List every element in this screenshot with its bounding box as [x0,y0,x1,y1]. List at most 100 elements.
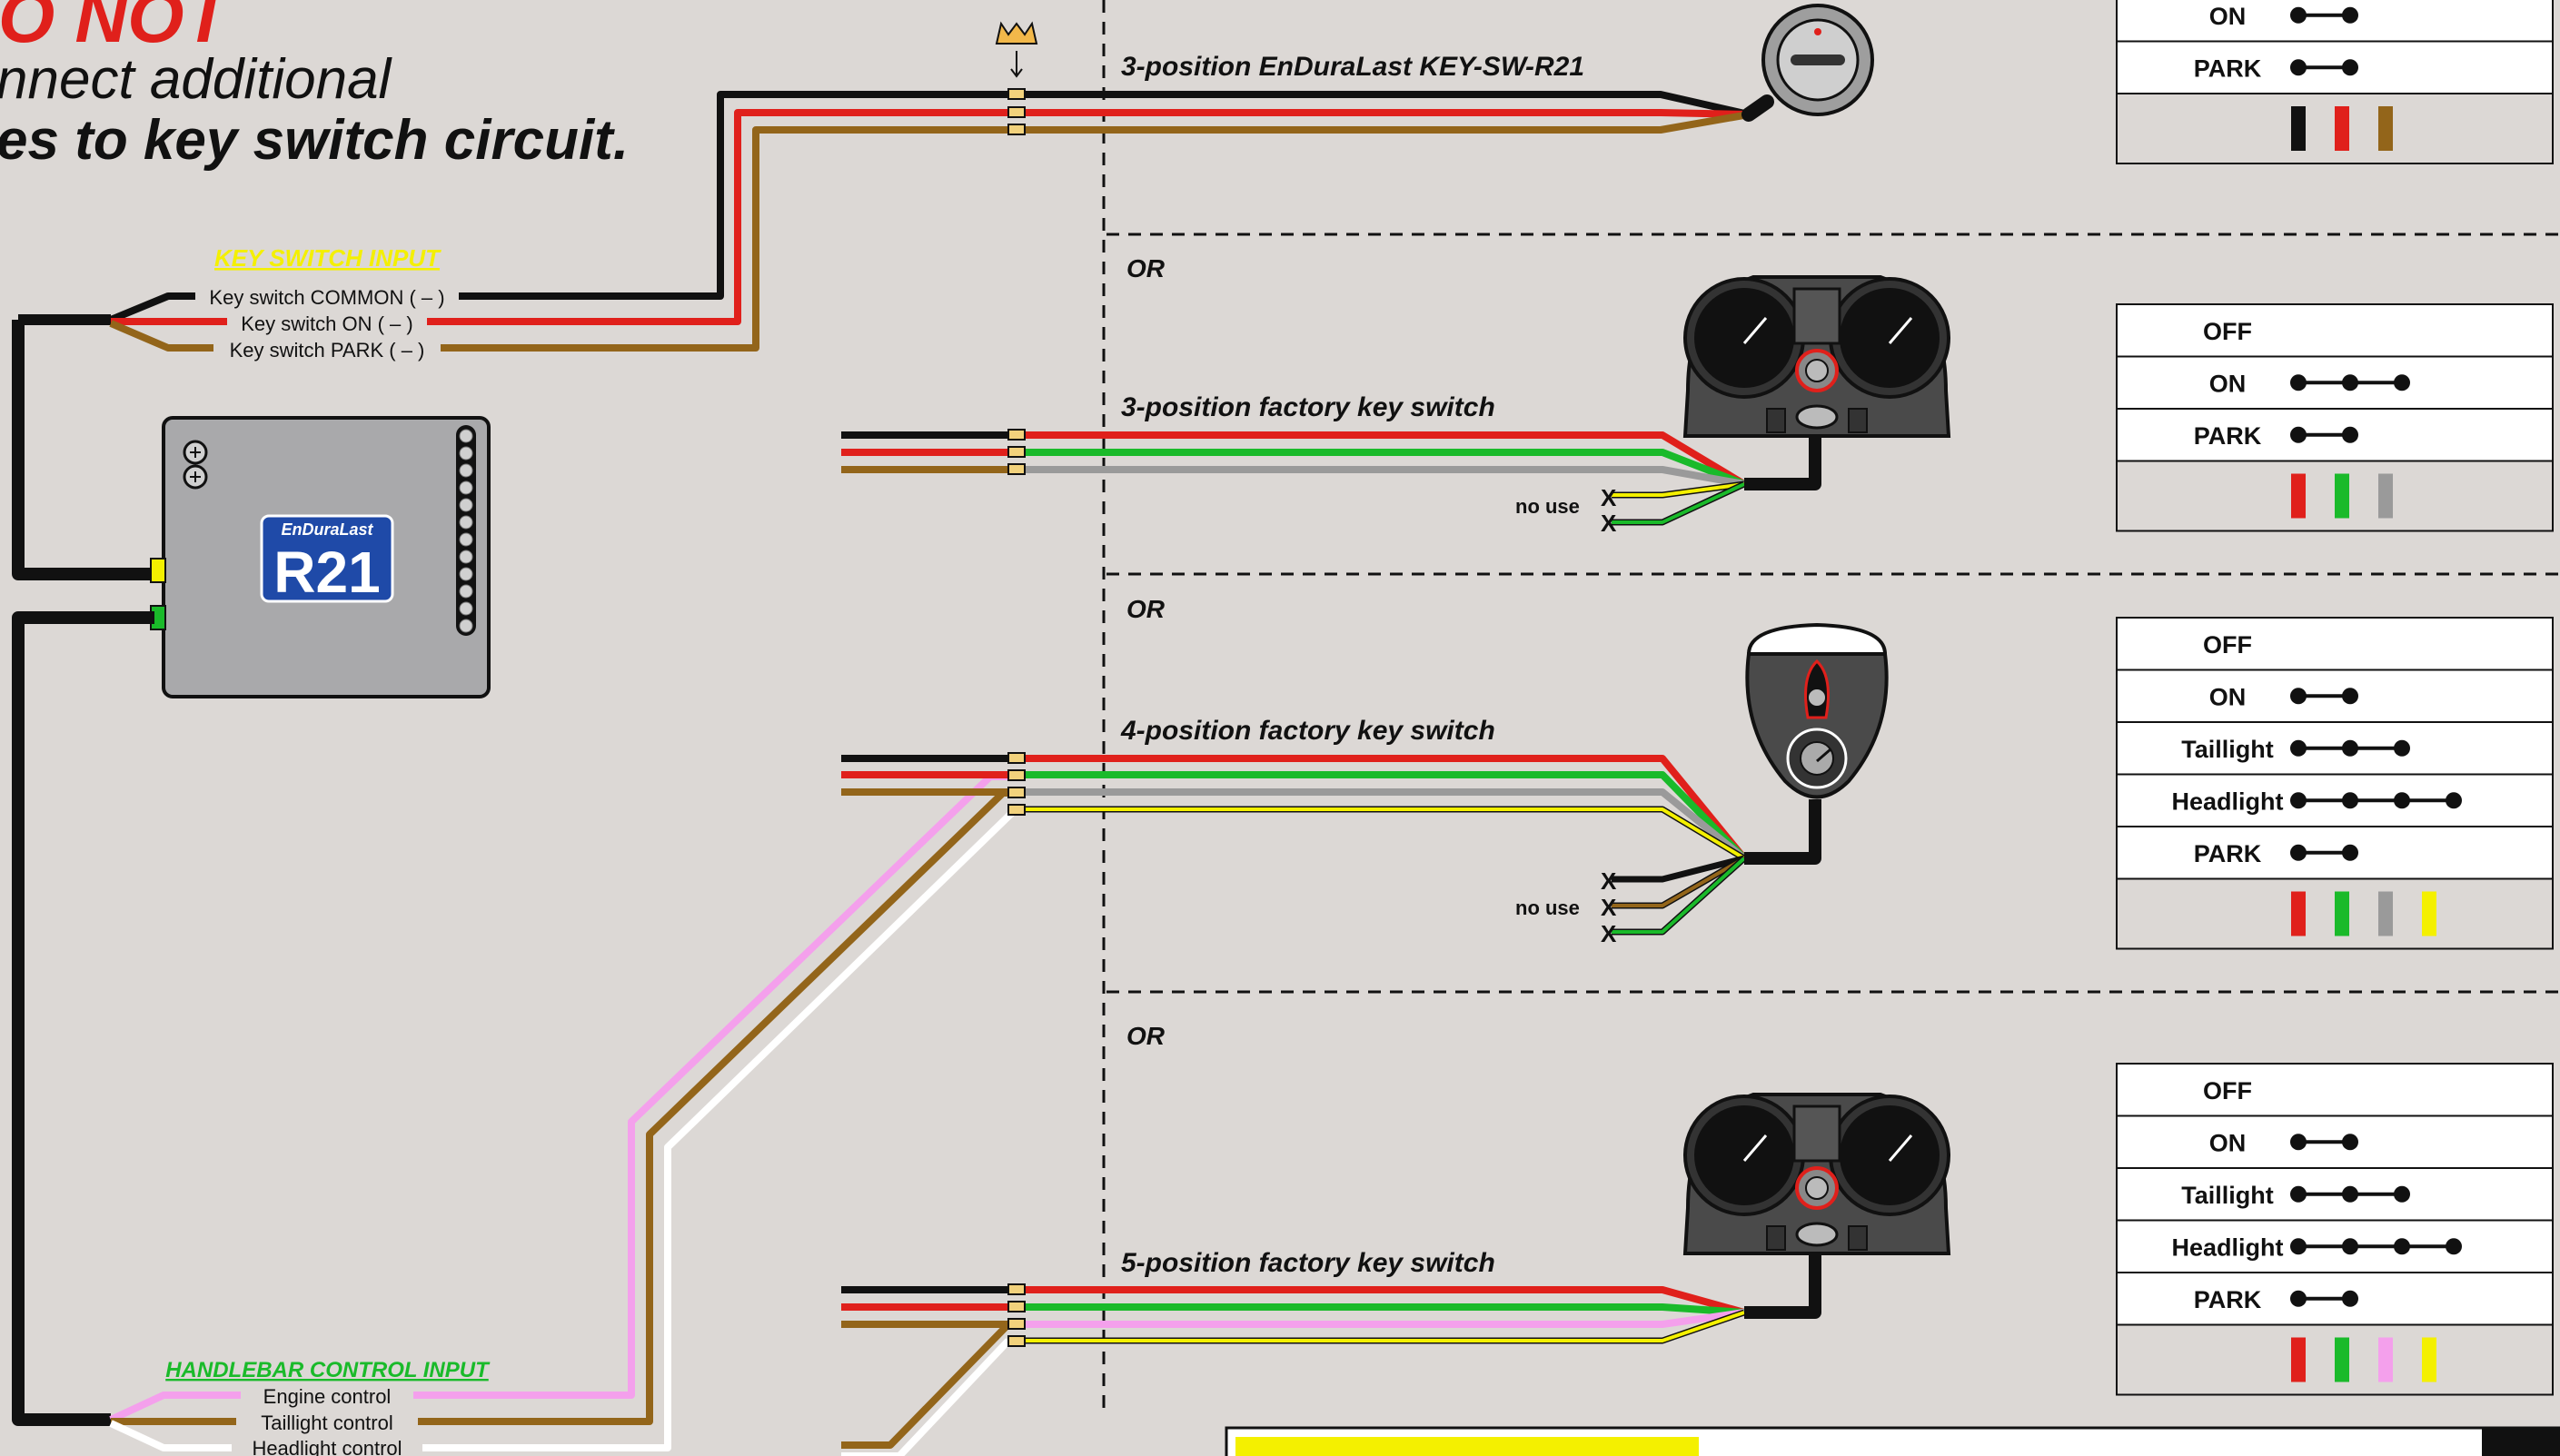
table-row: ON [2116,355,2554,410]
position-label: PARK [2194,422,2262,450]
wire-color-swatches [2116,93,2554,164]
handlebar-input-title: HANDLEBAR CONTROL INPUT [165,1358,491,1382]
contact-dot [2342,1290,2358,1307]
contact-bridge [2290,1185,2410,1203]
legend-strip [1225,1426,2560,1456]
contact-dot [2290,688,2307,705]
contact-dot [2290,1134,2307,1151]
wire-color-swatch [2291,1337,2306,1382]
contact-dot [2290,59,2307,76]
handlebar-key-switch-icon [1745,622,1889,799]
position-table: OFF ON PARK [2116,303,2554,532]
contact-dot [2290,426,2307,443]
crown-icon [995,21,1038,45]
x-mark: X [1601,894,1617,921]
position-label: Headlight [2171,787,2283,815]
wires-key-switch-circuit [12,91,1774,580]
contact-dot [2290,844,2307,861]
x-mark: X [1601,867,1617,895]
position-label: ON [2209,370,2247,397]
no-use-label: no use [1515,896,1580,919]
contact-dot [2290,739,2307,757]
table-row: Headlight [2116,773,2554,827]
endurlast-logo: EnDuraLast R21 [260,514,394,605]
contact-dot [2394,792,2410,809]
position-label: PARK [2194,840,2262,867]
warning-line-1: O NOT [0,0,233,57]
position-label: Taillight [2181,1182,2274,1209]
wire-color-swatch [2291,106,2306,151]
contact-dot [2342,1238,2358,1255]
table-row: ON [2116,0,2554,43]
contact-dot [2290,1185,2307,1203]
contact-dot [2342,844,2358,861]
wire-color-swatches [2116,1323,2554,1396]
terminal-strip [459,429,473,633]
switch-section-3: OR 4-position factory key switch X X X n… [841,595,1889,947]
switch-section-2: OR 3-position factory key switch X X no … [841,254,1951,537]
handlebar-input-group: HANDLEBAR CONTROL INPUT Engine control T… [165,1358,491,1456]
table-row: ON [2116,1114,2554,1169]
contact-dot [2342,59,2358,76]
or-label-2: OR [1126,595,1166,623]
table-row: OFF [2116,303,2554,358]
wire-color-swatch [2291,891,2306,936]
contact-dot [2342,792,2358,809]
mounting-screw-icon [183,440,208,490]
switch-3-title: 4-position factory key switch [1120,716,1495,746]
switch-1-title: 3-position EnDuraLast KEY-SW-R21 [1121,52,1584,82]
table-row: PARK [2116,1272,2554,1326]
key-switch-input-group: KEY SWITCH INPUT Key switch COMMON ( – )… [195,244,459,362]
position-label: OFF [2203,631,2252,659]
contact-bridge [2290,844,2358,861]
warning-text: O NOT nnect additional es to key switch … [0,0,629,172]
contact-bridge [2290,426,2358,443]
contact-dot [2342,739,2358,757]
contact-dot [2394,1238,2410,1255]
gauge-cluster-icon [1682,1093,1951,1255]
x-mark: X [1601,484,1617,511]
contact-dot [2394,739,2410,757]
contact-bridge [2290,6,2358,24]
wire-color-swatch [2378,473,2393,519]
wire-color-swatch [2335,106,2349,151]
switch-section-4: OR 5-position factory key switch [841,1022,1951,1456]
table-row: Taillight [2116,1167,2554,1222]
position-label: PARK [2194,1286,2262,1313]
contact-dot [2446,1238,2462,1255]
module-brand: EnDuraLast [281,520,373,539]
contact-bridge [2290,739,2410,757]
wire-color-swatch [2422,891,2436,936]
wire-color-swatch [2378,891,2393,936]
wire-color-swatch [2291,473,2306,519]
or-label-1: OR [1126,254,1166,282]
warning-line-3: es to key switch circuit. [0,109,629,172]
contact-dot [2290,1238,2307,1255]
position-label: OFF [2203,1077,2252,1104]
contact-bridge [2290,1290,2358,1307]
x-mark: X [1601,510,1617,537]
wire-color-swatch [2378,1337,2393,1382]
contact-dot [2342,1134,2358,1151]
r21-module: EnDuraLast R21 [150,416,491,698]
contact-dot [2290,374,2307,391]
module-model: R21 [273,540,380,605]
connector-top [995,21,1038,135]
contact-dot [2446,792,2462,809]
wire-color-swatches [2116,877,2554,950]
contact-bridge [2290,59,2358,76]
table-row: Taillight [2116,721,2554,776]
table-row: OFF [2116,1063,2554,1117]
table-row: Headlight [2116,1219,2554,1273]
position-label: Taillight [2181,736,2274,763]
wire-color-swatches [2116,460,2554,532]
contact-dot [2290,792,2307,809]
key-switch-on-label: Key switch ON ( – ) [241,312,412,335]
warning-line-2: nnect additional [0,48,393,111]
engine-control-label: Engine control [263,1385,392,1408]
arrow-down-icon [1010,51,1023,78]
wire-color-swatch [2378,106,2393,151]
key-switch-input-title: KEY SWITCH INPUT [214,244,442,272]
contact-bridge [2290,374,2410,391]
